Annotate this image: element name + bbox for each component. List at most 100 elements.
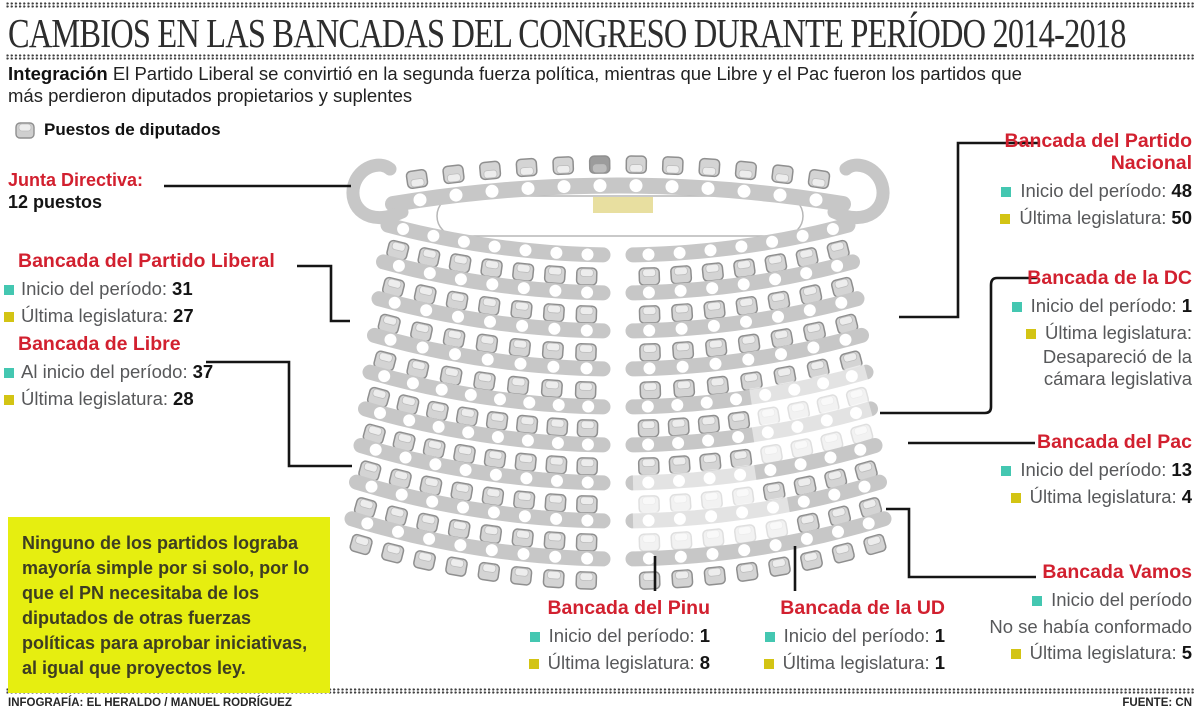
seat-dot: [706, 282, 719, 295]
seat-dot: [794, 458, 807, 471]
stat-label: Inicio del período:: [1030, 295, 1177, 316]
deputy-chair: [698, 157, 721, 178]
deputy-chair: [588, 155, 611, 174]
seat-dot: [481, 353, 494, 366]
seat-dot: [772, 310, 784, 323]
deputy-chair: [705, 337, 728, 358]
deputy-chair: [481, 486, 505, 507]
deputy-chair: [546, 417, 569, 437]
stat-row: Última legislatura:28: [4, 386, 213, 413]
deputy-chair: [439, 365, 463, 386]
group-title: Bancada del Pac: [1037, 431, 1192, 453]
deputy-chair: [541, 341, 564, 361]
deputy-chair: [508, 337, 531, 358]
source-credit: FUENTE: CN: [1122, 697, 1192, 709]
seat-dot: [737, 278, 750, 291]
seat-dot: [673, 246, 686, 259]
yellow-bullet: [4, 311, 14, 322]
seat-dot: [581, 476, 594, 489]
deputy-chair: [453, 443, 476, 465]
stat-row: Desapareció de la cámara legislativa: [982, 346, 1192, 393]
connector-libre: [206, 360, 352, 468]
seat-dot: [582, 400, 595, 413]
deputy-chair: [422, 438, 446, 459]
stat-row: Última legislatura:8: [480, 650, 710, 677]
deputy-chair: [727, 411, 751, 431]
deputy-chair: [639, 380, 662, 400]
deputy-chair: [542, 303, 565, 323]
deputy-chair: [575, 342, 597, 362]
deputy-chair: [638, 267, 661, 286]
stat-value: 28: [173, 387, 194, 409]
stat-value: 13: [1171, 459, 1192, 480]
seat-dot: [551, 474, 563, 487]
deputy-chair: [734, 160, 757, 181]
seat-dot: [580, 324, 593, 337]
deputy-chair: [510, 300, 533, 320]
seat-dot: [854, 443, 867, 456]
deputy-chair: [575, 305, 598, 324]
deputy-chair: [820, 431, 844, 453]
seat-dot: [803, 304, 816, 317]
group-ud: Bancada de la UD Inicio del período:1 Úl…: [715, 597, 945, 676]
deputy-chair: [405, 169, 429, 189]
yellow-bullet: [1025, 328, 1036, 339]
deputy-chair: [514, 452, 537, 473]
deputy-chair: [671, 303, 694, 323]
deputy-chair: [473, 371, 496, 392]
lead-paragraph: Integración El Partido Liberal se convir…: [8, 63, 1023, 107]
stat-row: Inicio del período:1: [982, 293, 1192, 320]
teal-bullet: [4, 285, 14, 295]
deputy-chair: [510, 566, 533, 586]
faded-band-overlay: [749, 363, 869, 406]
deputy-chair: [850, 423, 874, 445]
seat-row-2: [376, 254, 860, 324]
seat-dot: [807, 341, 820, 354]
deputy-chair: [637, 419, 660, 438]
deputy-chair: [667, 417, 690, 437]
seat-dot: [831, 259, 844, 272]
group-vamos: Bancada Vamos Inicio del período No se h…: [962, 561, 1192, 667]
seat-dot: [361, 517, 374, 530]
seat-dot: [374, 407, 386, 419]
seat-dot: [674, 550, 687, 563]
seat-dot: [674, 284, 687, 297]
deputy-chair: [703, 300, 726, 320]
deputy-chair: [384, 505, 409, 527]
seat-dot: [550, 512, 563, 525]
deputy-chair: [740, 371, 763, 392]
seat-dot: [384, 333, 397, 346]
deputy-chair: [574, 380, 597, 400]
junta-directiva-bench: [346, 155, 890, 224]
group-partido-liberal: Bancada del Partido Liberal Inicio del p…: [4, 250, 275, 329]
scroll-end-left: [346, 158, 409, 224]
deputy-chair: [543, 265, 566, 285]
deputy-chair: [661, 156, 684, 176]
seat-dot: [547, 360, 560, 373]
group-pac: Bancada del Pac Inicio del período:13 Úl…: [992, 431, 1192, 510]
deputy-chair: [386, 239, 410, 261]
seat-dot: [457, 501, 469, 514]
group-dc: Bancada de la DC Inicio del período:1 Úl…: [982, 267, 1192, 393]
junta-seat-dot: [629, 179, 643, 193]
deputy-chair: [702, 528, 725, 548]
group-pinu: Bancada del Pinu Inicio del período:1 Úl…: [480, 597, 710, 676]
stat-value: 1: [1181, 295, 1192, 316]
deputy-chair: [863, 533, 887, 556]
seat-dot: [642, 438, 655, 451]
deputy-chair: [445, 556, 468, 577]
seat-row-3: [371, 291, 865, 362]
seat-dot: [742, 353, 755, 366]
seat-dot: [800, 267, 813, 280]
deputy-chair: [638, 305, 661, 324]
seat-dot: [709, 357, 722, 370]
seat-dot: [797, 495, 810, 508]
seat-dot: [828, 488, 841, 501]
stat-value: 4: [1181, 485, 1192, 507]
faded-band-overlay: [632, 496, 790, 530]
deputy-chair: [807, 169, 831, 189]
hemicycle-rows: [344, 217, 892, 590]
seat-dot: [641, 400, 654, 413]
deputy-chair: [673, 378, 696, 399]
deputy-chair: [542, 569, 565, 589]
